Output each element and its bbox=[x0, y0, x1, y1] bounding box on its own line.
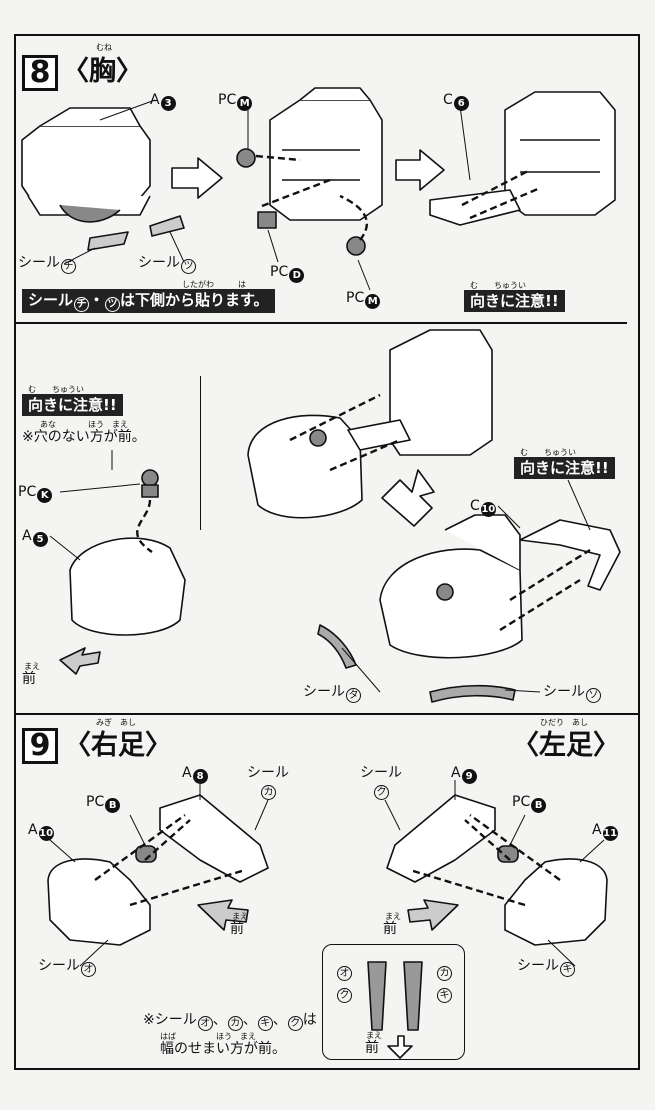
seal-box-o: オ bbox=[336, 962, 352, 981]
hole-note-ruby: あな ほう まえ bbox=[40, 420, 128, 429]
right-leg-a8 bbox=[159, 794, 269, 883]
right-foot-a10 bbox=[47, 858, 151, 946]
assembled-chest bbox=[379, 548, 523, 659]
banner-caution-3: 向きに注意!! bbox=[514, 457, 615, 479]
chest-upper-assembly bbox=[389, 329, 493, 456]
seal-width-note-ruby: はば ほう まえ bbox=[160, 1032, 256, 1041]
seal-box-ka: カ bbox=[436, 962, 452, 981]
seal-ta-shape bbox=[317, 624, 357, 669]
arrow-right-2 bbox=[395, 149, 445, 191]
left-leg-a9 bbox=[386, 794, 496, 883]
front-arrow-right bbox=[197, 899, 249, 931]
step-number-9: 9 bbox=[22, 728, 58, 764]
label-front-left: 前 bbox=[383, 921, 397, 937]
arrow-down-right bbox=[381, 469, 435, 527]
banner-caution-2: 向きに注意!! bbox=[22, 394, 123, 416]
step8-title: 〈胸〉 bbox=[62, 56, 143, 87]
seal-front-arrow bbox=[387, 1035, 413, 1059]
bracket-line bbox=[200, 376, 201, 530]
divider-step9 bbox=[14, 713, 640, 715]
seal-width-note-line2: 幅のせまい方が前。 bbox=[160, 1041, 286, 1057]
front-ruby-right: まえ bbox=[232, 912, 248, 921]
seal-strip-left bbox=[367, 961, 387, 1031]
part-c6 bbox=[429, 189, 521, 226]
leader-a3 bbox=[99, 99, 156, 121]
title-left-ruby: ひだり あし bbox=[540, 718, 588, 727]
banner-seal-ruby: したがわ は bbox=[182, 280, 246, 289]
seal-box-ku: ク bbox=[336, 984, 352, 1003]
banner-seal-instruction: シールチ・ツは下側から貼ります。 bbox=[22, 289, 275, 313]
page-frame bbox=[14, 34, 640, 1070]
seal-box-front-ruby: まえ bbox=[366, 1031, 382, 1040]
label-seal-so: シールソ bbox=[543, 684, 601, 703]
seal-strip-right bbox=[403, 961, 423, 1031]
caution-ruby-3: む ちゅうい bbox=[520, 448, 576, 457]
seal-box-ki: キ bbox=[436, 984, 452, 1003]
label-seal-ku: シールク bbox=[360, 765, 402, 800]
guide-d bbox=[261, 178, 331, 208]
chest-assembly-middle bbox=[269, 99, 383, 221]
seal-orientation-box bbox=[322, 944, 465, 1060]
title-right-ruby: みぎ あし bbox=[96, 718, 136, 727]
label-seal-ka: シールカ bbox=[247, 765, 289, 800]
caution-ruby-1: む ちゅうい bbox=[470, 281, 526, 290]
step9-title-left: 〈左足〉 bbox=[512, 730, 620, 761]
label-seal-ta: シールタ bbox=[303, 684, 361, 703]
front-arrow-8 bbox=[59, 647, 101, 675]
front-arrow-left bbox=[407, 899, 459, 931]
label-seal-o: シールオ bbox=[38, 958, 96, 977]
label-front-8: 前 bbox=[22, 671, 36, 687]
chest-part-a3 bbox=[21, 125, 151, 199]
caution-ruby-2: む ちゅうい bbox=[28, 385, 84, 394]
seal-chi-shape bbox=[87, 231, 129, 251]
front-ruby-8: まえ bbox=[24, 662, 40, 671]
seal-tsu-shape bbox=[149, 215, 185, 237]
banner-caution-1: 向きに注意!! bbox=[464, 290, 565, 312]
torso-lower bbox=[247, 414, 363, 519]
step9-title-right: 〈右足〉 bbox=[64, 730, 172, 761]
waist-a5 bbox=[69, 537, 186, 636]
step-number-8: 8 bbox=[22, 55, 58, 91]
left-foot-a11 bbox=[504, 858, 608, 946]
label-front-right: 前 bbox=[230, 921, 244, 937]
seal-width-note-line1: ※シールオ、カ、キ、クは bbox=[143, 1012, 317, 1031]
label-seal-tsu: シールツ bbox=[138, 255, 196, 274]
front-ruby-left: まえ bbox=[385, 912, 401, 921]
seal-so-shape bbox=[429, 684, 516, 703]
arrow-right-1 bbox=[171, 157, 223, 199]
hole-note: ※穴のない方が前。 bbox=[22, 429, 146, 445]
part-c10 bbox=[519, 519, 621, 591]
title-ruby: むね bbox=[96, 43, 112, 52]
label-seal-ki: シールキ bbox=[517, 958, 575, 977]
label-seal-chi: シールチ bbox=[18, 255, 76, 274]
seal-box-front: 前 bbox=[365, 1040, 379, 1056]
divider-step8 bbox=[14, 322, 627, 324]
